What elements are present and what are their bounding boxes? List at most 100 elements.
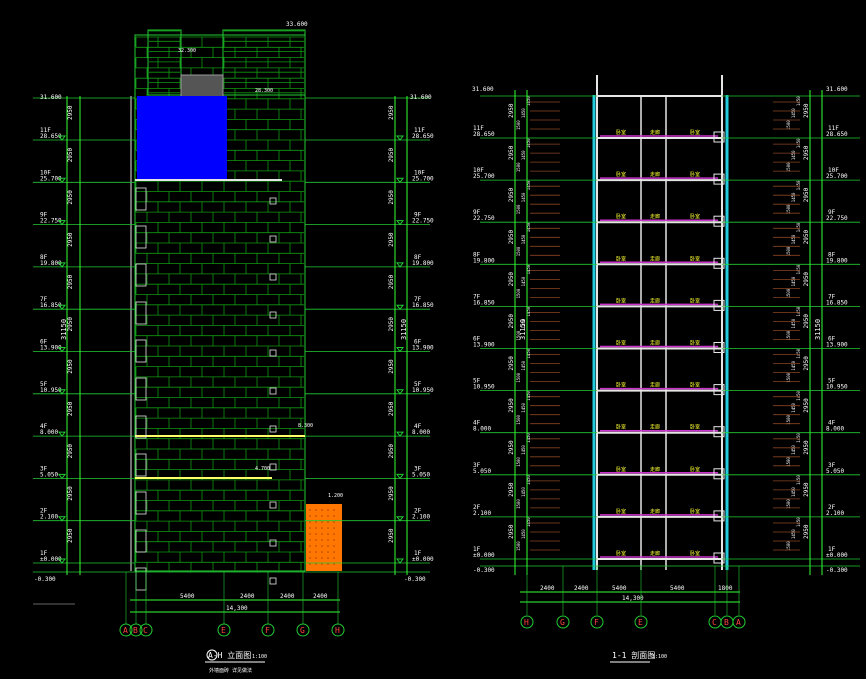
- door-dot: [321, 557, 323, 559]
- story-dim: 2950: [67, 528, 74, 543]
- door-dot: [327, 509, 329, 511]
- sect-bottom-dim: 5400: [670, 585, 685, 592]
- door-dot: [309, 527, 311, 529]
- room-label: 卧室: [616, 508, 626, 515]
- level-mark: 13.900: [826, 342, 848, 349]
- floor-label: 4F: [473, 420, 481, 427]
- door-dot-pattern: [309, 509, 335, 565]
- axis-label: A: [123, 626, 128, 635]
- door-dot: [321, 551, 323, 553]
- tag-mark: 1.200: [328, 493, 343, 499]
- axis-label: G: [560, 618, 565, 627]
- floor-label: 4F: [414, 423, 422, 430]
- room-label: 卧室: [616, 297, 626, 304]
- level-mark: 19.800: [473, 257, 495, 264]
- door-dot: [327, 563, 329, 565]
- level-triangle: [396, 304, 404, 311]
- level-mark: 19.800: [40, 260, 62, 267]
- door-dot: [315, 551, 317, 553]
- sub-dim: 1500: [786, 457, 791, 467]
- level-mark: 25.700: [826, 173, 848, 180]
- room-label: 卧室: [690, 255, 700, 262]
- room-label: 卧室: [616, 129, 626, 136]
- vent-opening: [269, 539, 277, 547]
- tag-mark: 32.300: [178, 48, 196, 54]
- axis-bubble: [217, 623, 231, 637]
- axis-label: B: [133, 626, 138, 635]
- beam: [713, 215, 725, 227]
- sub-dim: 1450: [526, 517, 531, 527]
- sub-dim: 1450: [526, 348, 531, 358]
- right-ground-elevation: -0.300: [404, 576, 426, 583]
- story-dim: 2950: [388, 359, 395, 374]
- story-dim: 2950: [803, 440, 810, 455]
- sub-dim: 1500: [516, 457, 521, 467]
- vent-opening: [269, 387, 277, 395]
- door-dot: [333, 515, 335, 517]
- door-dot: [309, 551, 311, 553]
- vent-opening: [269, 311, 277, 319]
- door-dot: [315, 557, 317, 559]
- axis-bubble: [119, 623, 133, 637]
- beam: [713, 426, 725, 438]
- sub-dim: 1450: [791, 234, 796, 244]
- beam: [713, 131, 725, 143]
- level-mark: 8.000: [412, 429, 430, 436]
- floor-label: 2F: [414, 508, 422, 515]
- sect-left-total-height: 31150: [519, 319, 527, 340]
- left-total-height: 31150: [60, 319, 68, 340]
- axis-bubble: [296, 623, 310, 637]
- sub-dim: 1450: [526, 475, 531, 485]
- sub-dim: 1450: [526, 138, 531, 148]
- door-dot: [327, 521, 329, 523]
- sub-dim: 1500: [786, 288, 791, 298]
- left-ground-elevation: -0.300: [34, 576, 56, 583]
- level-mark: 13.900: [473, 342, 495, 349]
- level-mark: 22.750: [473, 215, 495, 222]
- story-dim: 2950: [803, 272, 810, 287]
- level-mark: 5.050: [412, 471, 430, 478]
- door-dot: [315, 563, 317, 565]
- beam: [713, 257, 725, 269]
- brick-pattern: [135, 30, 304, 573]
- story-dim: 2950: [67, 444, 74, 459]
- sub-dim: 1450: [526, 180, 531, 190]
- beam: [713, 299, 725, 311]
- door-dot: [309, 509, 311, 511]
- story-dim: 2950: [388, 486, 395, 501]
- level-triangle: [58, 220, 66, 226]
- story-dim: 2950: [803, 524, 810, 539]
- level-mark: ±0.000: [826, 552, 848, 559]
- room-label: 走廊: [650, 508, 660, 515]
- sub-dim: 1450: [521, 234, 526, 244]
- level-mark: 22.750: [826, 215, 848, 222]
- sub-dim: 1450: [526, 433, 531, 443]
- floor-label: 9F: [473, 209, 481, 216]
- room-label: 卧室: [616, 424, 626, 431]
- sub-dim: 1450: [521, 192, 526, 202]
- sub-dim: 1450: [521, 108, 526, 118]
- sub-dim: 1500: [516, 246, 521, 256]
- level-triangle: [58, 135, 66, 141]
- sect-bottom-dim: 2400: [574, 585, 589, 592]
- sub-dim: 1500: [786, 372, 791, 382]
- room-label: 卧室: [690, 424, 700, 431]
- tag-mark: 4.700: [255, 466, 270, 472]
- floor-label: 6F: [473, 336, 481, 343]
- door-dot: [333, 539, 335, 541]
- total-width-dim: 14,300: [226, 605, 248, 612]
- axis-label: F: [265, 626, 270, 635]
- floor-label: 7F: [414, 296, 422, 303]
- door-dot: [321, 545, 323, 547]
- story-dim: 2950: [803, 314, 810, 329]
- vent-opening: [269, 425, 277, 433]
- floor-label: 9F: [828, 209, 836, 216]
- level-mark: 16.850: [412, 302, 434, 309]
- door-dot: [315, 539, 317, 541]
- sub-dim: 1450: [521, 276, 526, 286]
- level-mark: ±0.000: [40, 556, 62, 563]
- door-dot: [321, 521, 323, 523]
- axis-label: E: [221, 626, 226, 635]
- beam: [713, 384, 725, 396]
